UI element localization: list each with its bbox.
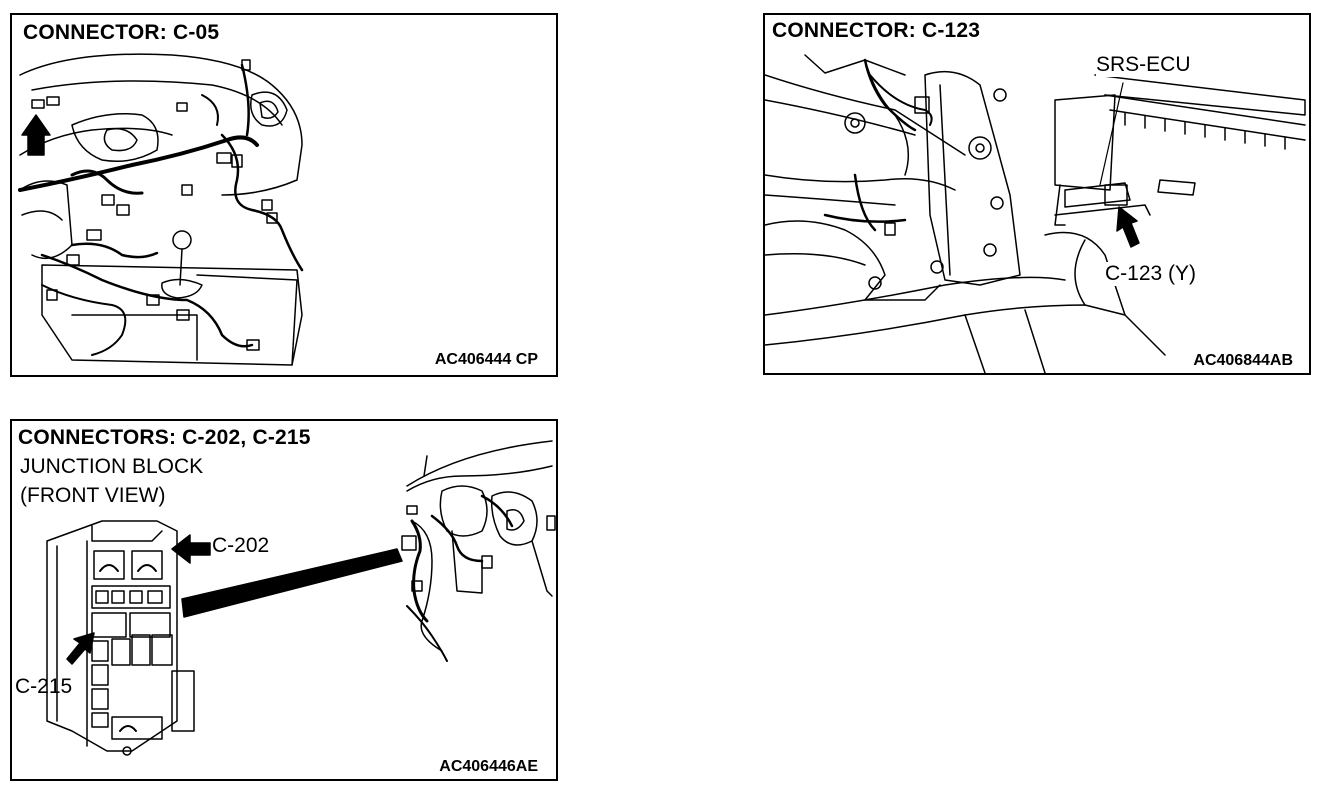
dashboard-wiring-illustration — [18, 53, 304, 366]
panel-title: CONNECTOR: C-123 — [772, 19, 984, 43]
diagram-panel-c123: CONNECTOR: C-123 SRS-ECU C-123 (Y) AC406… — [763, 13, 1311, 375]
front-view-label: (FRONT VIEW) — [20, 484, 166, 507]
srs-ecu-label: SRS-ECU — [1096, 53, 1191, 77]
diagram-panel-c05: CONNECTOR: C-05 AC406444 CP — [10, 13, 558, 377]
figure-code: AC406446AE — [439, 758, 538, 775]
panel-title: CONNECTOR: C-05 — [23, 21, 223, 45]
connector-c202-label: C-202 — [212, 534, 270, 558]
figure-code: AC406444 CP — [434, 351, 538, 368]
connector-c215-label: C-215 — [15, 675, 73, 698]
floor-console-illustration — [765, 54, 1306, 373]
connector-c123-label: C-123 (Y) — [1105, 262, 1197, 286]
junction-block-illustration — [46, 440, 556, 756]
figure-code: AC406844AB — [1193, 352, 1293, 369]
diagram-panel-c202-c215: CONNECTORS: C-202, C-215 JUNCTION BLOCK … — [10, 419, 558, 781]
junction-block-label: JUNCTION BLOCK — [20, 455, 204, 478]
panel-title: CONNECTORS: C-202, C-215 — [18, 426, 314, 450]
